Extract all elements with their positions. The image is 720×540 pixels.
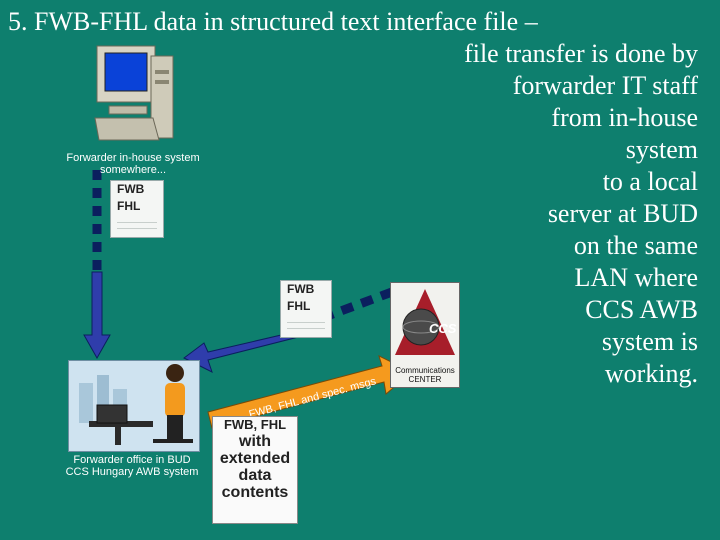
title-line: server at BUD	[547, 199, 698, 228]
title-line: file transfer is done by	[464, 39, 698, 68]
inhouse-label: Forwarder in-house system somewhere...	[66, 152, 200, 176]
ext-label-1: FWB, FHL	[223, 417, 287, 432]
ext-label-2: with	[239, 433, 271, 450]
fwb-fhl-document-1: FWB FHL	[110, 180, 164, 238]
title-line: system is	[601, 327, 698, 356]
blue-arrow-down	[83, 271, 111, 360]
title-line: from in-house	[551, 103, 698, 132]
communications-center: CCS Communications CENTER	[390, 282, 460, 388]
office-photo	[68, 360, 200, 452]
doc2-label-2: FHL	[287, 299, 311, 313]
comm-label-1: Communications	[395, 366, 455, 375]
title-line: to a local	[602, 167, 698, 196]
doc2-label-1: FWB	[287, 282, 315, 296]
title-line-1: 5. FWB-FHL data in structured text inter…	[8, 7, 538, 36]
title-line: system	[625, 135, 698, 164]
title-line: forwarder IT staff	[512, 71, 698, 100]
svg-text:CCS: CCS	[429, 321, 457, 336]
slide-title: 5. FWB-FHL data in structured text inter…	[8, 6, 698, 390]
ext-label-3: extended	[219, 450, 291, 467]
title-line: LAN where	[574, 263, 698, 292]
computer-icon	[93, 44, 175, 148]
ext-label-5: contents	[221, 484, 289, 501]
office-label-2: CCS Hungary AWB system	[65, 466, 199, 478]
title-line: CCS AWB	[585, 295, 698, 324]
office-label: Forwarder office in BUD CCS Hungary AWB …	[44, 454, 220, 478]
dashed-line-diagonal	[320, 287, 394, 323]
title-line: working.	[604, 359, 698, 388]
fwb-fhl-document-2: FWB FHL	[280, 280, 332, 338]
ext-label-4: data	[238, 467, 272, 484]
doc1-label-1: FWB	[117, 182, 145, 196]
doc1-label-2: FHL	[117, 199, 141, 213]
title-line: on the same	[573, 231, 698, 260]
extended-data-document: FWB, FHL with extended data contents	[212, 416, 298, 524]
comm-label-2: CENTER	[408, 375, 442, 384]
ccs-logo-icon: CCS	[395, 289, 457, 355]
office-label-1: Forwarder office in BUD	[73, 454, 191, 466]
